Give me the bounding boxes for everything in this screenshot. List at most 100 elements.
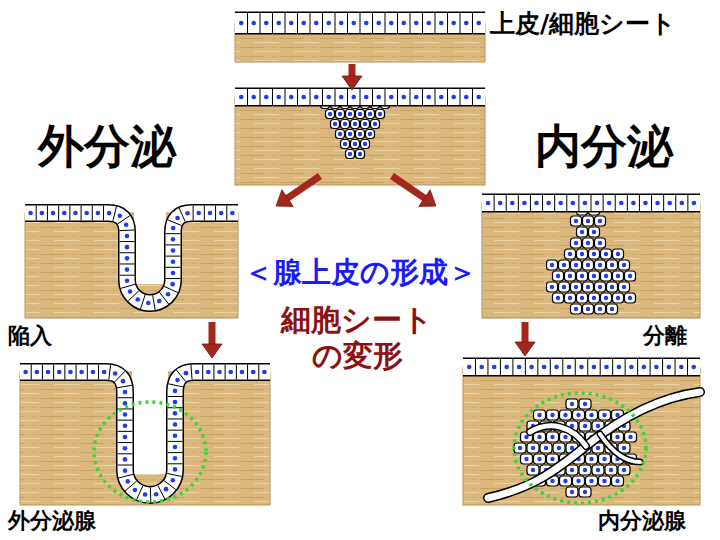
cell-wall — [297, 89, 298, 105]
nucleus — [373, 122, 377, 126]
nucleus — [102, 370, 107, 375]
nucleus — [154, 492, 159, 497]
cell — [547, 432, 559, 442]
cell-wall — [310, 89, 311, 105]
cell — [613, 249, 624, 259]
arrow-head — [276, 190, 293, 207]
nucleus — [46, 370, 51, 375]
cell — [336, 110, 345, 119]
nucleus — [563, 479, 567, 483]
cell-band — [25, 206, 238, 311]
nucleus — [73, 211, 78, 216]
capillary-outline — [530, 426, 586, 446]
nucleus — [328, 112, 332, 116]
nucleus — [589, 479, 593, 483]
nucleus — [314, 95, 319, 100]
nucleus — [239, 21, 244, 26]
cell-wall — [372, 13, 373, 33]
cell — [553, 443, 565, 453]
nucleus — [348, 152, 352, 156]
cell-wall — [69, 206, 70, 221]
cell-wall — [272, 89, 273, 105]
cell — [612, 432, 624, 442]
cell-wall — [166, 267, 181, 268]
cell — [619, 260, 630, 270]
nucleus — [550, 263, 554, 267]
nucleus — [534, 201, 539, 206]
nucleus — [643, 201, 648, 206]
cell-wall — [435, 89, 436, 105]
cell — [565, 249, 576, 259]
nucleus — [173, 467, 178, 472]
nucleus — [173, 400, 178, 405]
capillary — [600, 434, 640, 462]
cell-wall — [118, 397, 133, 398]
nucleus — [230, 211, 235, 216]
cell — [366, 110, 375, 119]
nucleus — [550, 413, 554, 417]
nucleus — [125, 279, 130, 284]
nucleus — [301, 95, 306, 100]
nucleus — [598, 285, 602, 289]
nucleus — [619, 201, 624, 206]
cell-wall — [118, 215, 130, 223]
cell-wall — [260, 89, 261, 105]
nucleus — [175, 216, 180, 221]
cell-wall — [475, 359, 476, 375]
nucleus — [574, 307, 578, 311]
cell-wall — [179, 208, 185, 222]
nucleus — [57, 370, 62, 375]
nucleus — [348, 132, 352, 136]
cell-wall — [166, 278, 181, 279]
cell-wall — [226, 206, 227, 221]
cell-wall — [53, 365, 54, 380]
cell-wall — [322, 89, 323, 105]
highlight-circle — [514, 393, 646, 503]
cell-wall — [591, 195, 592, 211]
cell-wall — [472, 13, 473, 33]
highlight-circle — [94, 402, 206, 502]
nucleus — [546, 201, 551, 206]
cell-wall — [81, 206, 82, 221]
nucleus — [589, 413, 593, 417]
nucleus — [358, 152, 362, 156]
cell-wall — [566, 195, 567, 211]
nucleus — [353, 142, 357, 146]
cell — [351, 120, 360, 129]
cell-wall — [98, 365, 99, 380]
nucleus — [556, 296, 560, 300]
cell — [356, 130, 365, 139]
nucleus — [604, 274, 608, 278]
cell — [595, 282, 606, 292]
cell — [547, 282, 558, 292]
cell — [560, 410, 572, 420]
nucleus — [289, 95, 294, 100]
cell-band — [463, 359, 700, 375]
arrow-shaft — [349, 64, 356, 77]
nucleus — [628, 435, 632, 439]
cell-wall — [103, 206, 104, 221]
nucleus — [451, 95, 456, 100]
cell-wall — [675, 359, 676, 375]
nucleus — [598, 307, 602, 311]
cell — [559, 282, 570, 292]
cell — [577, 227, 588, 237]
arrow-shaft — [392, 176, 425, 199]
nucleus — [123, 435, 128, 440]
nucleus — [544, 446, 548, 450]
cell — [583, 216, 594, 226]
nucleus — [338, 132, 342, 136]
cell-wall — [525, 359, 526, 375]
cell-layer — [235, 89, 485, 105]
cell-wall — [603, 195, 604, 211]
nucleus — [486, 201, 491, 206]
nucleus — [123, 457, 128, 462]
nucleus — [185, 211, 190, 216]
step-label: 陥入 — [8, 323, 52, 348]
cell — [356, 150, 365, 159]
nucleus — [616, 274, 620, 278]
cell-wall — [578, 195, 579, 211]
cell-wall — [120, 252, 135, 253]
arrow-head — [202, 344, 222, 358]
nucleus — [314, 21, 319, 26]
